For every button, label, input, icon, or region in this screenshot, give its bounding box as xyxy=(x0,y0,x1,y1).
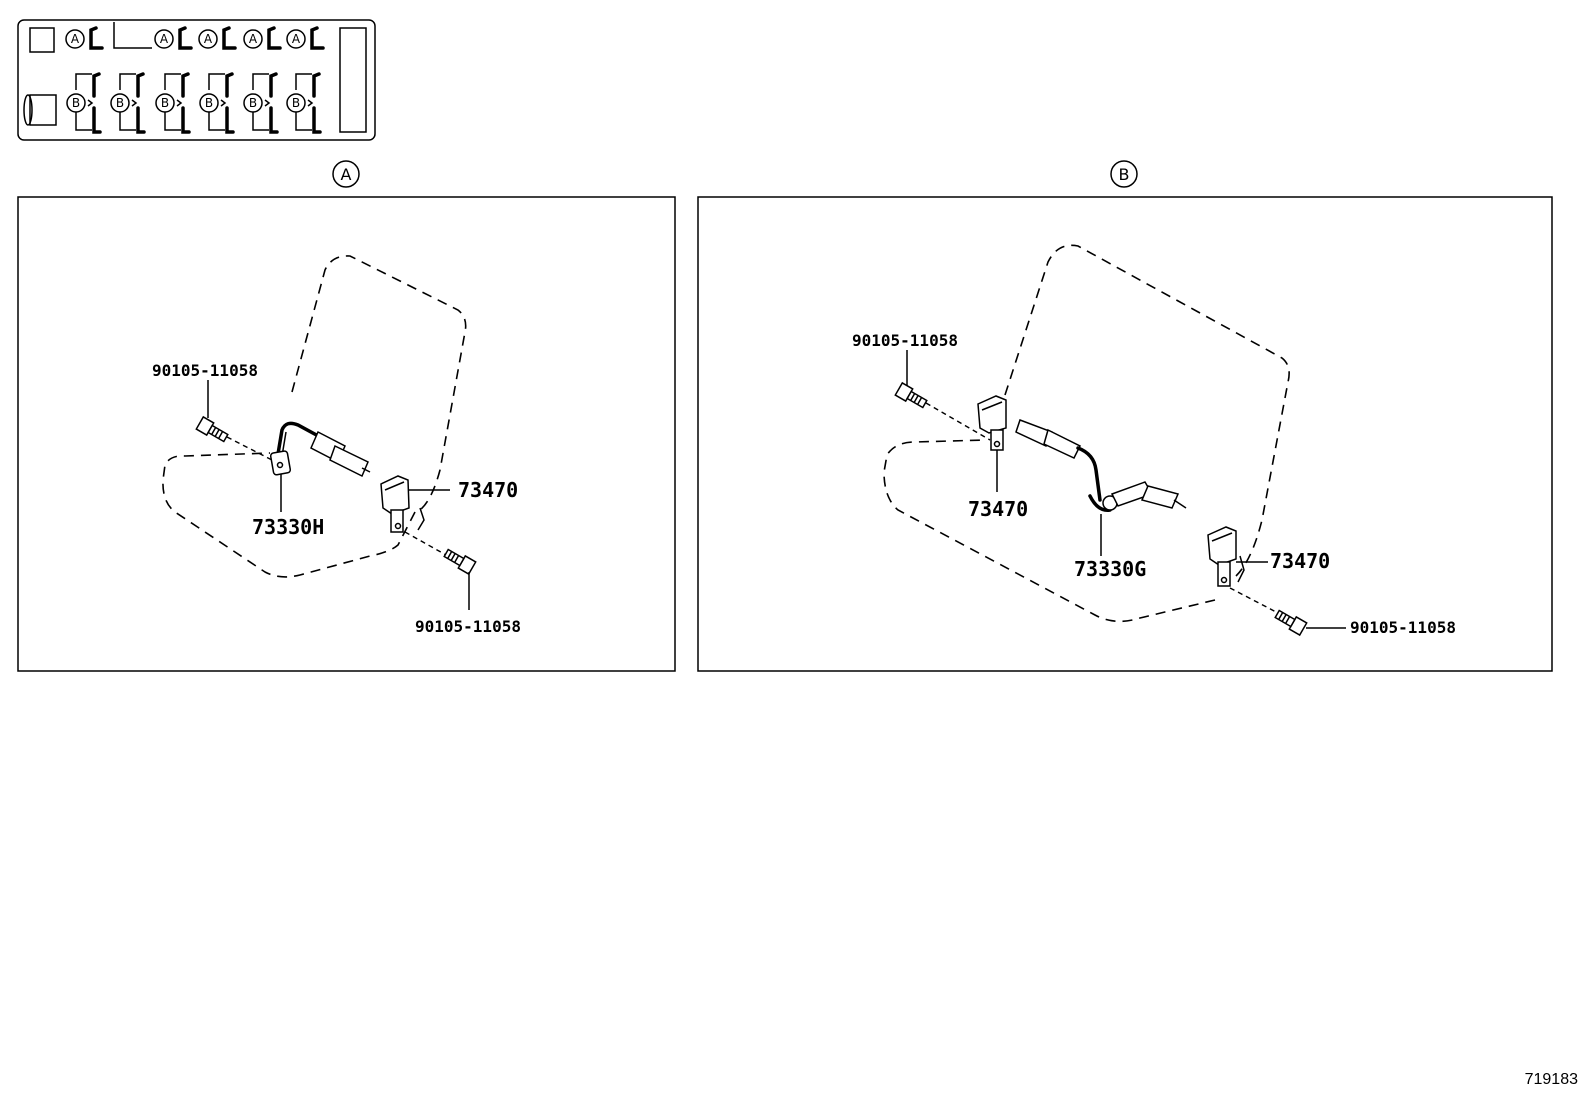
bolt-icon xyxy=(894,381,928,409)
key-letter-b: B xyxy=(161,96,169,110)
seat-belt-73330g xyxy=(1015,419,1187,512)
part-label-buckle-left: 73470 xyxy=(968,497,1028,521)
part-label-buckle: 73470 xyxy=(458,478,518,502)
seat-cushion-outline xyxy=(162,452,416,578)
seat-belt-73330h xyxy=(269,421,371,478)
key-letter-b: B xyxy=(249,96,257,110)
key-letter-a: A xyxy=(160,32,169,46)
part-label-bolt-top: 90105-11058 xyxy=(852,331,958,350)
key-letter-b: B xyxy=(72,96,80,110)
illustration-number: 719183 xyxy=(1524,1071,1578,1088)
key-letter-a: A xyxy=(249,32,258,46)
key-letter-a: A xyxy=(71,32,80,46)
seat-layout-key: A A A A A B B xyxy=(17,19,376,141)
key-letter-b: B xyxy=(205,96,213,110)
view-b-marker xyxy=(1110,160,1138,188)
part-label-belt: 73330G xyxy=(1074,557,1146,581)
seat-back-outline xyxy=(1004,244,1290,577)
bolt-icon xyxy=(443,548,477,576)
key-marker-a xyxy=(154,29,174,49)
key-letter-b: B xyxy=(292,96,300,110)
part-label-bolt-bottom: 90105-11058 xyxy=(415,617,521,636)
seat-back-outline xyxy=(291,255,467,511)
view-b-frame xyxy=(697,196,1553,672)
seat-belt-buckle-73470 xyxy=(380,475,410,533)
view-b-marker-letter: B xyxy=(1119,165,1130,184)
key-b-group: B xyxy=(155,72,191,134)
view-a-marker-letter: A xyxy=(341,165,352,184)
key-b-group: B xyxy=(286,72,322,134)
key-marker-a xyxy=(198,29,218,49)
key-marker-a xyxy=(286,29,306,49)
part-label-belt: 73330H xyxy=(252,515,324,539)
key-marker-a xyxy=(243,29,263,49)
seat-belt-buckle-73470-left xyxy=(977,395,1007,451)
bolt-icon xyxy=(195,415,229,443)
part-label-buckle-right: 73470 xyxy=(1270,549,1330,573)
seat-cushion-outline xyxy=(883,439,1216,623)
key-letter-a: A xyxy=(292,32,301,46)
view-b: B xyxy=(697,160,1553,672)
view-a: A xyxy=(17,160,676,672)
key-letter-a: A xyxy=(204,32,213,46)
key-b-group: B xyxy=(199,72,235,134)
key-b-group: B xyxy=(66,72,102,134)
view-a-marker xyxy=(332,160,360,188)
seat-belt-buckle-73470-right xyxy=(1207,526,1237,587)
part-label-bolt-bottom: 90105-11058 xyxy=(1350,618,1456,637)
view-a-frame xyxy=(17,196,676,672)
key-b-group: B xyxy=(243,72,279,134)
key-letter-b: B xyxy=(116,96,124,110)
key-b-group: B xyxy=(110,72,146,134)
bolt-icon xyxy=(1274,609,1308,637)
key-marker-a xyxy=(65,29,85,49)
part-label-bolt-top: 90105-11058 xyxy=(152,361,258,380)
